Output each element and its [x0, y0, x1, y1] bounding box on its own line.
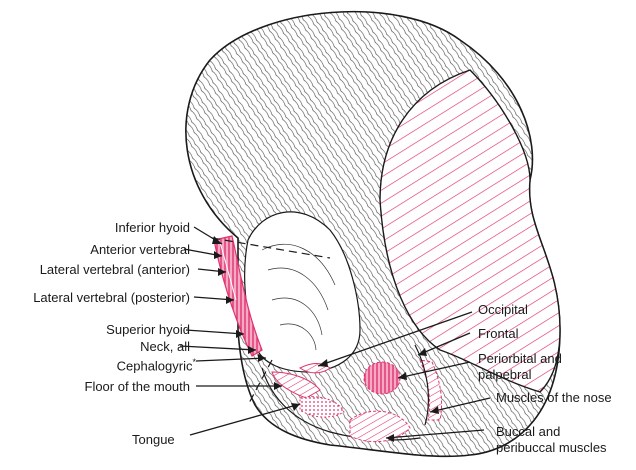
label-frontal: Frontal	[478, 326, 518, 341]
label-floor-of-the-mouth: Floor of the mouth	[85, 379, 191, 394]
label-occipital: Occipital	[478, 302, 528, 317]
label-anterior-vertebral: Anterior vertebral	[90, 242, 190, 257]
label-buccal-line2: peribuccal muscles	[496, 440, 607, 455]
label-tongue: Tongue	[132, 432, 175, 447]
label-lateral-vertebral-anterior: Lateral vertebral (anterior)	[40, 262, 190, 277]
label-periorbital-line2: palpebral	[478, 367, 532, 382]
label-periorbital-line1: Periorbital and	[478, 351, 562, 366]
label-neck-all: Neck, all	[140, 339, 190, 354]
periorbital-region	[364, 362, 400, 394]
label-cephalogyric-text: Cephalogyric	[117, 358, 193, 373]
label-cephalogyric-asterisk: *	[192, 357, 196, 367]
label-superior-hyoid: Superior hyoid	[106, 322, 190, 337]
label-inferior-hyoid: Inferior hyoid	[115, 220, 190, 235]
label-lateral-vertebral-posterior: Lateral vertebral (posterior)	[33, 290, 190, 305]
label-buccal-line1: Buccal and	[496, 424, 560, 439]
label-muscles-of-the-nose: Muscles of the nose	[496, 390, 612, 405]
label-cephalogyric: Cephalogyric*	[117, 355, 196, 373]
